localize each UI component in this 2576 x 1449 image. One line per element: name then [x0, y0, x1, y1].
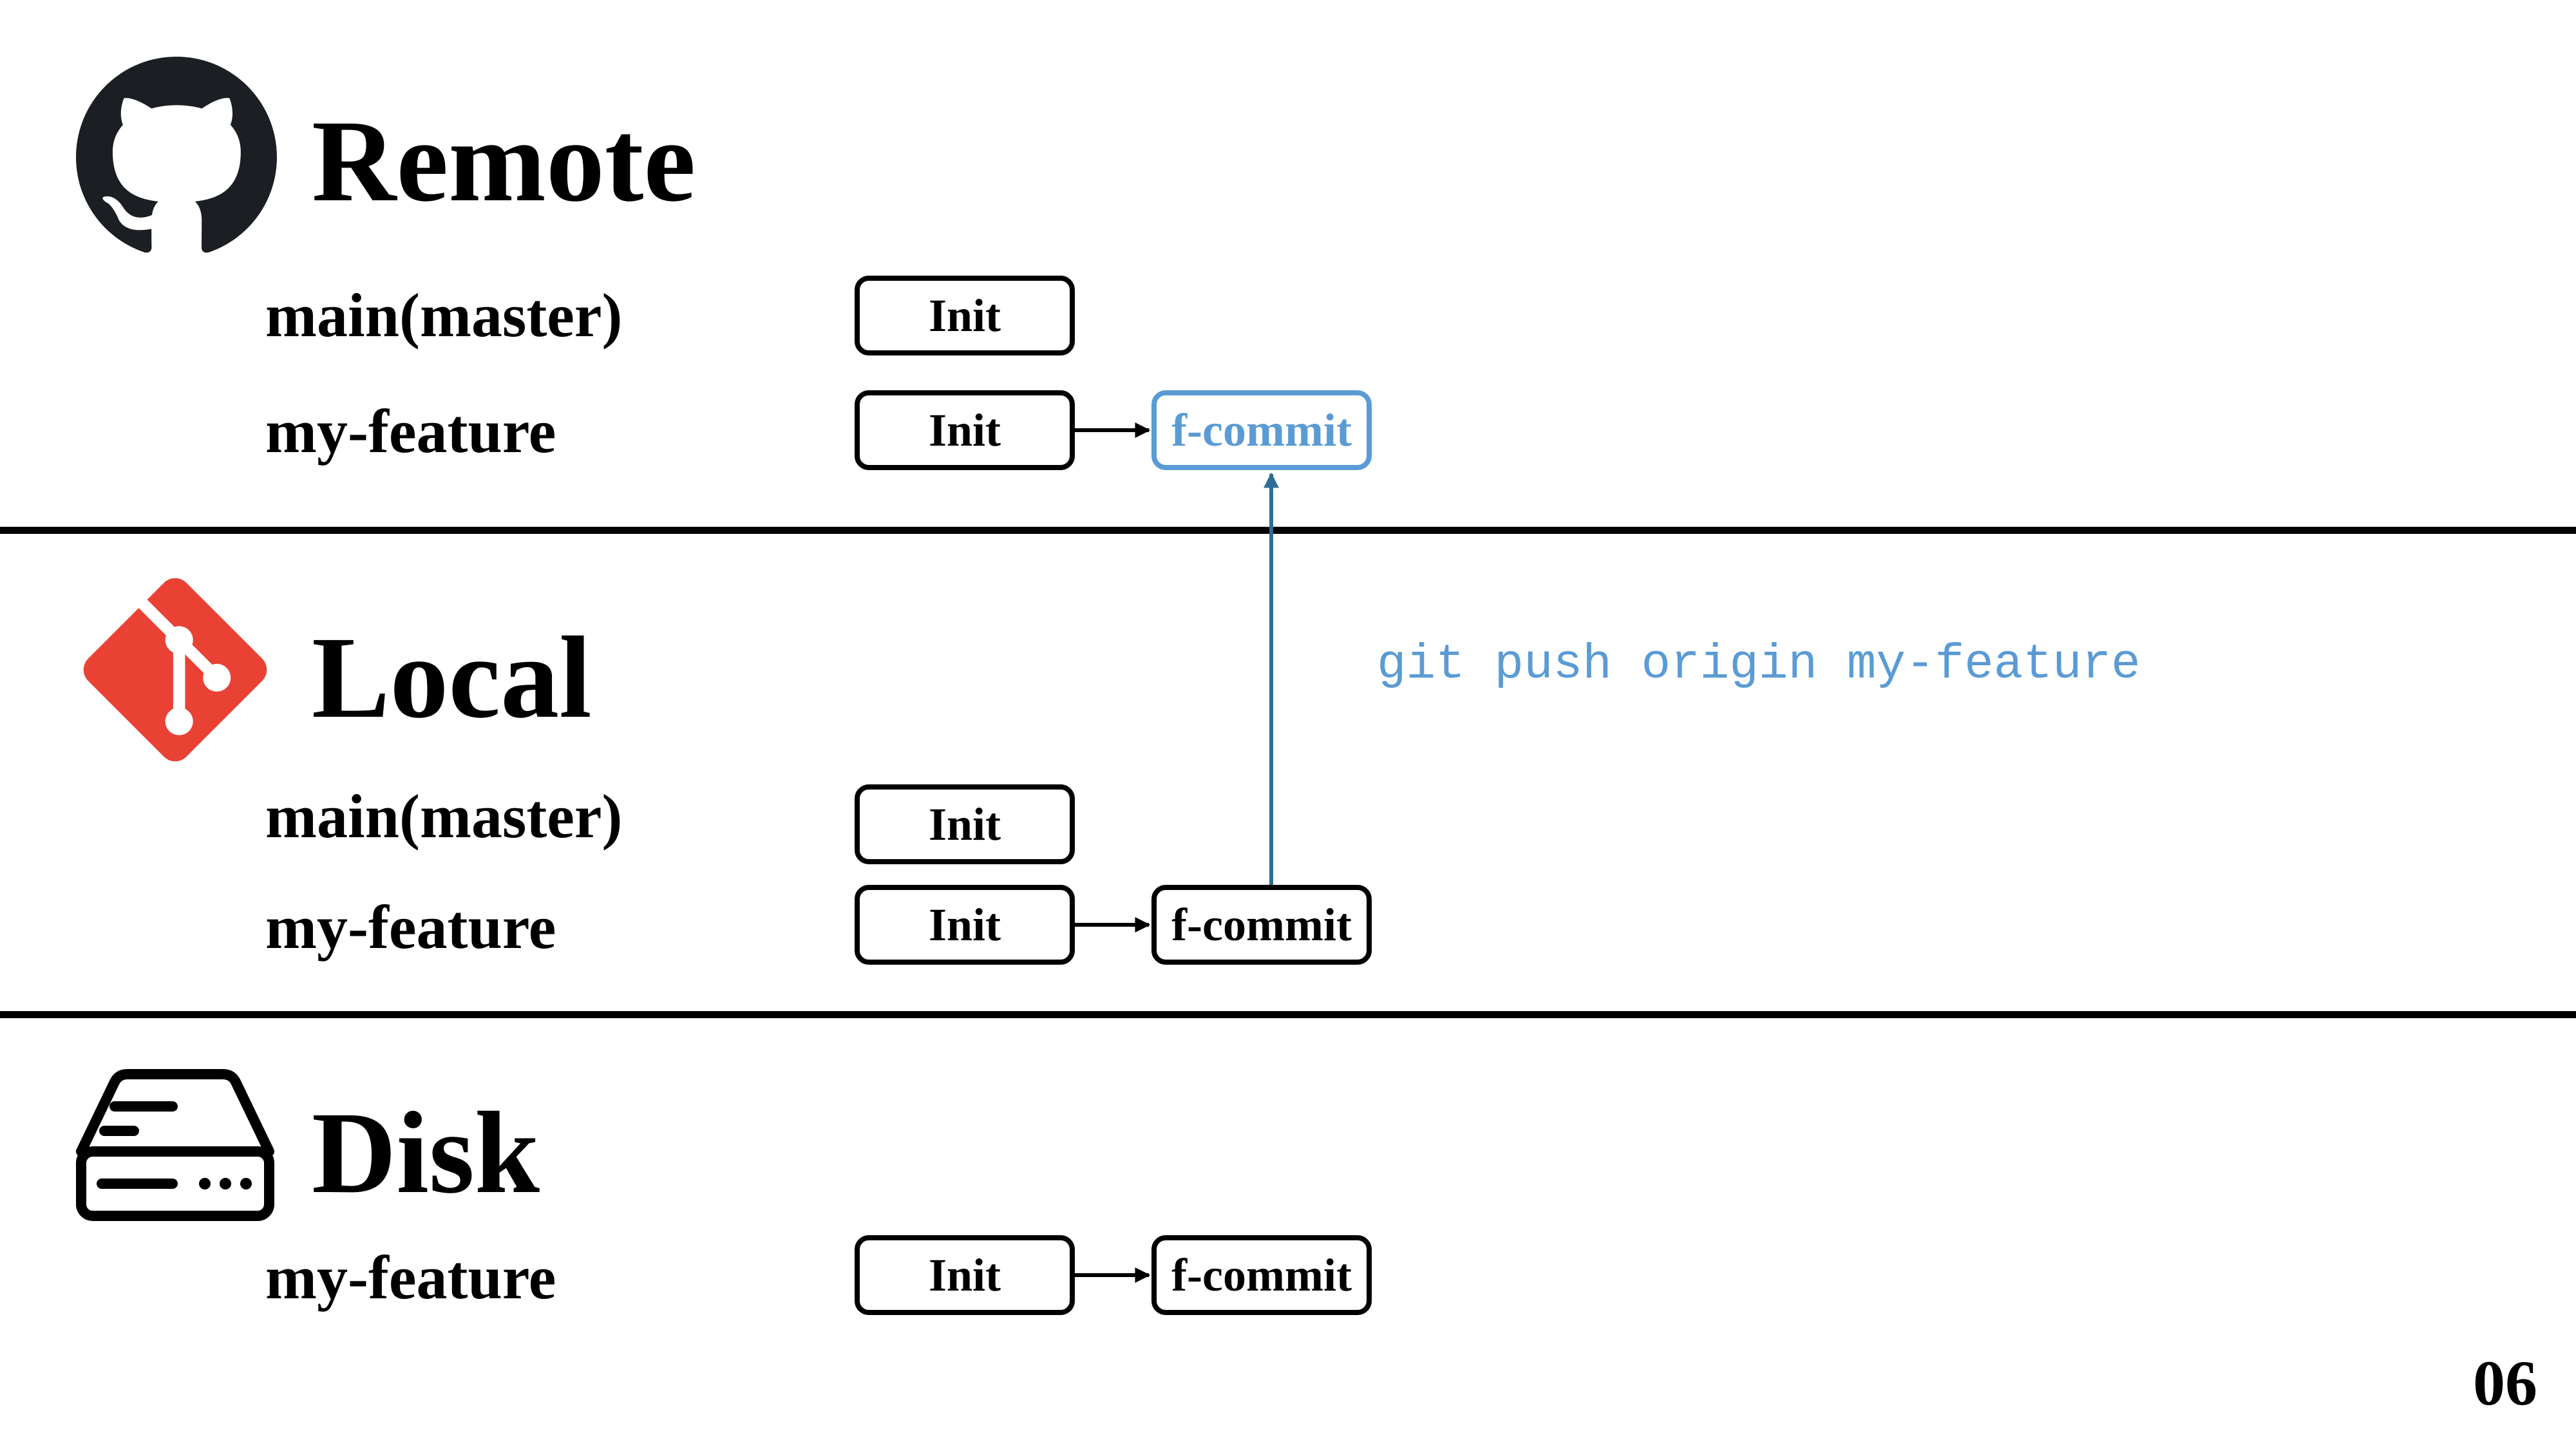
remote-feature-init-commit: Init [855, 390, 1075, 470]
local-feature-init-commit: Init [855, 885, 1075, 965]
local-main-branch-label: main(master) [265, 782, 623, 851]
git-push-command: git push origin my-feature [1377, 637, 2141, 692]
page-number: 06 [2473, 1347, 2537, 1419]
local-feature-f-commit: f-commit [1151, 885, 1372, 965]
disk-feature-f-commit: f-commit [1151, 1235, 1372, 1315]
disk-feature-init-commit: Init [855, 1235, 1075, 1315]
local-title: Local [312, 613, 592, 743]
local-feature-branch-label: my-feature [265, 893, 556, 961]
remote-main-branch-label: main(master) [265, 281, 623, 350]
remote-main-init-commit: Init [855, 276, 1075, 355]
github-icon [76, 57, 277, 253]
local-main-init-commit: Init [855, 784, 1075, 864]
remote-feature-f-commit: f-commit [1151, 390, 1372, 470]
remote-feature-branch-label: my-feature [265, 397, 556, 466]
hard-drive-icon [76, 1069, 274, 1221]
remote-title: Remote [312, 97, 696, 226]
disk-feature-branch-label: my-feature [265, 1243, 556, 1312]
local-disk-divider [0, 1011, 2576, 1018]
git-icon [83, 578, 267, 762]
disk-title: Disk [312, 1088, 540, 1218]
remote-local-divider [0, 527, 2576, 534]
